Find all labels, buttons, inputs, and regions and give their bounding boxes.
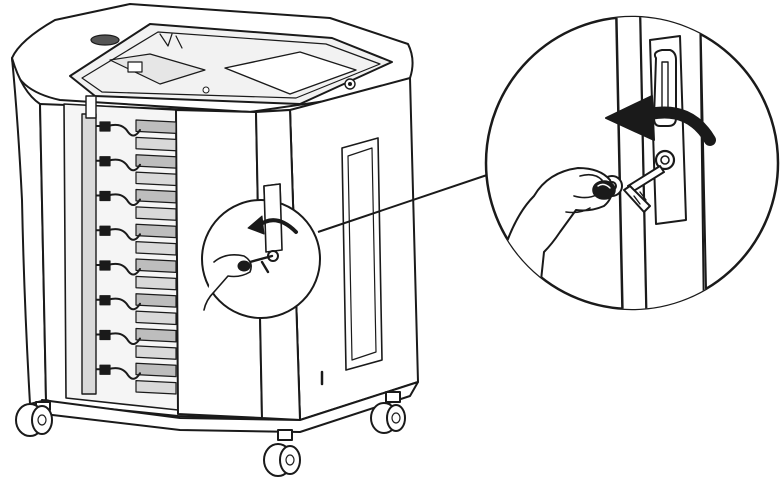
power-plug <box>99 156 111 167</box>
charging-slot <box>135 345 177 360</box>
cart-right-side-handle-recess <box>341 137 383 371</box>
charging-slot <box>135 241 177 256</box>
charging-cable <box>95 158 141 172</box>
cart-base <box>41 381 419 433</box>
callout-connector-line <box>317 173 491 233</box>
charging-slot <box>135 171 177 187</box>
charging-slot <box>135 206 177 221</box>
charging-slot <box>135 327 177 343</box>
charging-cable <box>95 367 141 380</box>
power-plug <box>99 260 111 271</box>
charging-slot <box>135 188 177 204</box>
detail-callout-small <box>201 183 321 319</box>
charging-slot <box>135 136 177 152</box>
charging-slot <box>135 119 177 134</box>
cart-left-side-panel <box>11 57 47 405</box>
charging-cable <box>95 297 141 311</box>
charging-cable <box>95 228 141 241</box>
charging-slot <box>135 380 177 395</box>
charging-cable <box>95 123 141 137</box>
charging-slot <box>135 223 177 239</box>
power-plug <box>99 329 111 341</box>
charging-slot <box>135 310 177 326</box>
charging-cable <box>95 193 141 206</box>
charging-cart <box>11 3 419 477</box>
caster-wheel-icon <box>263 429 301 477</box>
power-plug <box>99 225 111 236</box>
charging-slot <box>135 275 177 291</box>
power-plug <box>99 190 111 202</box>
power-strip <box>81 113 97 395</box>
caster-wheel-icon <box>15 401 53 437</box>
power-plug <box>99 295 111 306</box>
key-icon <box>248 254 274 274</box>
charging-slots <box>95 119 177 395</box>
charging-cable <box>95 262 141 276</box>
charging-cable <box>95 332 141 345</box>
arrow-counterclockwise-icon <box>605 95 655 141</box>
charging-slot <box>135 258 177 273</box>
charging-slot <box>135 293 177 308</box>
charging-slot <box>135 362 177 378</box>
arrow-counterclockwise-icon <box>644 106 716 146</box>
arrow-counterclockwise-icon <box>247 215 265 235</box>
caster-wheel-icon <box>370 391 406 434</box>
power-plug <box>99 121 111 132</box>
charging-slot <box>135 154 177 169</box>
detail-zoom-circle <box>484 15 780 311</box>
power-plug <box>99 364 111 375</box>
